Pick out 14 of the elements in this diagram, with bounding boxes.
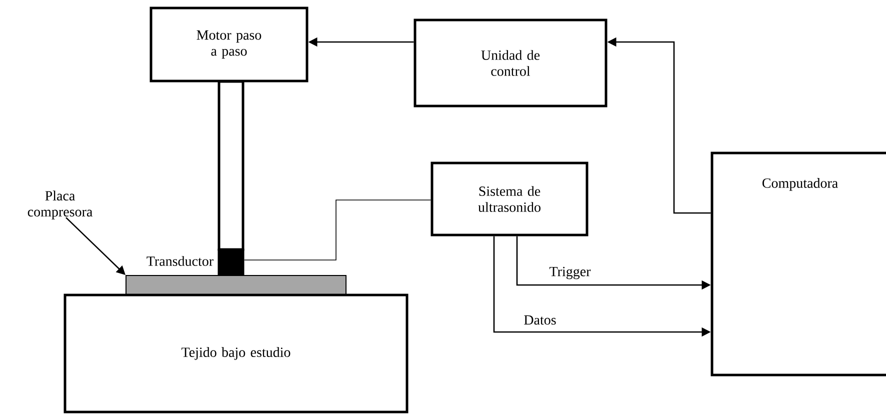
process-box: Motor paso a paso bbox=[150, 6, 308, 82]
process-box: Tejido bajo estudio bbox=[64, 294, 408, 414]
edge-label: Datos bbox=[522, 314, 558, 326]
computer-box: Computadora bbox=[710, 152, 886, 376]
compressor-plate bbox=[126, 275, 346, 295]
part-label: Placa compresora bbox=[28, 190, 92, 220]
leader-line bbox=[66, 217, 126, 275]
connector-line bbox=[244, 200, 432, 260]
process-box: Sistema de ultrasonido bbox=[430, 162, 588, 236]
edge-label: Trigger bbox=[548, 266, 592, 280]
part-label: Transductor bbox=[146, 256, 214, 266]
shaft-rod bbox=[218, 80, 244, 251]
process-box: Unidad de control bbox=[414, 18, 608, 108]
transducer-block bbox=[218, 248, 244, 278]
